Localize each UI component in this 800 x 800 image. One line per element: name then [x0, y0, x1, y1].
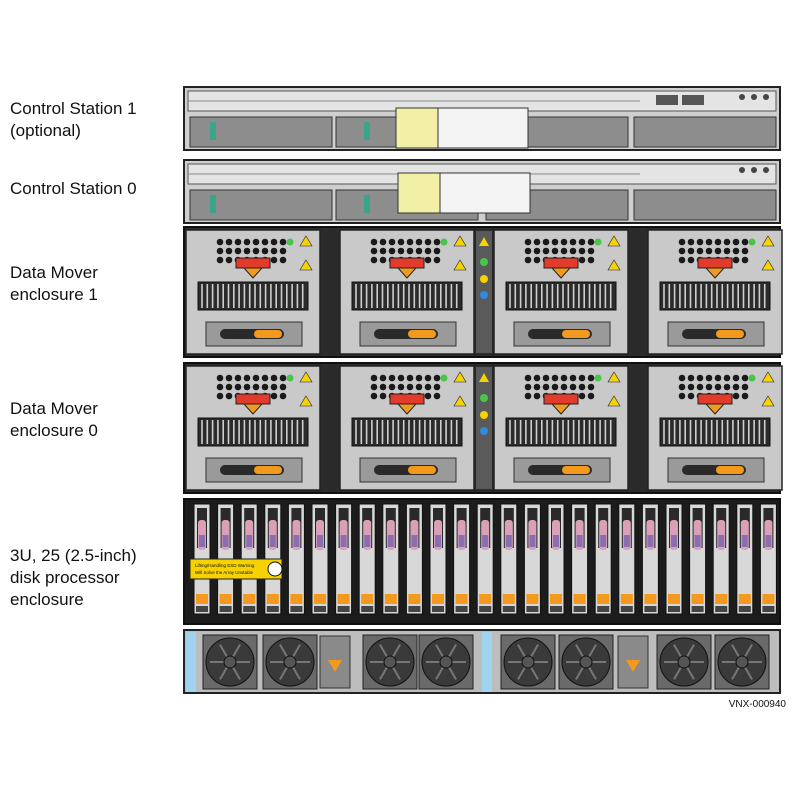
fan: [714, 634, 770, 690]
data-mover-module: [647, 229, 783, 355]
control-station-0-unit: [183, 159, 781, 224]
disk-drive: [287, 503, 305, 615]
fan-tray-unit: [183, 629, 781, 694]
disk-drive: [382, 503, 400, 615]
warning-label-line1: Lifting/Handling ESD Warning: [195, 563, 255, 568]
fan: [656, 634, 712, 690]
disk-drive: [358, 503, 376, 615]
control-station-1-unit: [183, 86, 781, 151]
label-control-station-0: Control Station 0: [10, 179, 137, 198]
fan: [202, 634, 258, 690]
fan: [262, 634, 318, 690]
label-disk-processor-enclosure: 3U, 25 (2.5-inch) disk processor enclosu…: [10, 546, 137, 609]
disk-drive: [736, 503, 754, 615]
data-mover-module: [339, 229, 475, 355]
warning-label-line2: Will Solve the Array Unstable: [195, 570, 254, 575]
figure-id: VNX-000940: [728, 699, 786, 710]
disk-processor-enclosure-unit: Lifting/Handling ESD Warning Will Solve …: [183, 498, 781, 625]
pull-tab-handle: [395, 107, 439, 149]
disk-drive: [335, 503, 353, 615]
data-mover-module: [647, 365, 783, 491]
disk-drive: [571, 503, 589, 615]
disk-drive: [453, 503, 471, 615]
data-mover-module: [339, 365, 475, 491]
data-mover-module: [493, 365, 629, 491]
disk-drive: [665, 503, 683, 615]
disk-drive: [594, 503, 612, 615]
disk-drive: [712, 503, 730, 615]
disk-drive: [759, 503, 777, 615]
disk-drive: [547, 503, 565, 615]
data-mover-module: [493, 229, 629, 355]
pull-tab-handle: [397, 172, 441, 214]
disk-drive: [476, 503, 494, 615]
fan: [362, 634, 418, 690]
warning-label: Lifting/Handling ESD Warning Will Solve …: [189, 558, 283, 580]
disk-drive: [429, 503, 447, 615]
data-mover-enclosure-0-unit: [183, 362, 783, 494]
disk-drive: [641, 503, 659, 615]
fan: [418, 634, 474, 690]
disk-drive: [311, 503, 329, 615]
data-mover-module: [185, 229, 321, 355]
label-control-station-1: Control Station 1 (optional): [10, 99, 137, 140]
fan: [500, 634, 556, 690]
disk-drive: [405, 503, 423, 615]
fan: [558, 634, 614, 690]
data-mover-enclosure-1-unit: [183, 226, 783, 358]
data-mover-module: [185, 365, 321, 491]
disk-drive: [500, 503, 518, 615]
label-data-mover-enclosure-1: Data Mover enclosure 1: [10, 263, 98, 304]
disk-drive: [618, 503, 636, 615]
disk-drive: [689, 503, 707, 615]
label-data-mover-enclosure-0: Data Mover enclosure 0: [10, 399, 98, 440]
disk-drive: [523, 503, 541, 615]
